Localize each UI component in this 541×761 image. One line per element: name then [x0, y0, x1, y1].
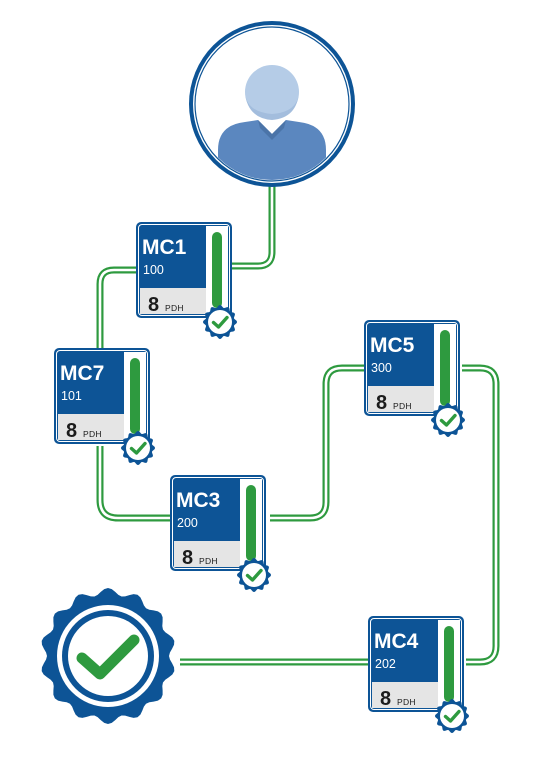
course-code: MC7	[60, 362, 104, 385]
path-track	[96, 266, 136, 350]
course-number: 101	[61, 389, 82, 403]
course-hours: 8	[66, 420, 77, 442]
course-code: MC1	[142, 236, 187, 259]
check-badge-icon	[237, 558, 271, 592]
course-card-mc1[interactable]: MC1 100 8 PDH	[136, 222, 232, 318]
course-hours-unit: PDH	[199, 556, 218, 566]
course-number: 200	[177, 516, 198, 530]
path-track-center	[462, 366, 498, 664]
course-hours: 8	[148, 294, 159, 316]
check-badge-icon	[121, 431, 155, 465]
check-badge-icon	[431, 403, 465, 437]
course-number: 202	[375, 657, 396, 671]
course-hours: 8	[182, 547, 193, 569]
path-connectors	[96, 172, 500, 666]
path-track	[270, 364, 366, 522]
check-badge-icon	[435, 699, 469, 733]
path-track-center	[232, 176, 274, 268]
course-number: 300	[371, 361, 392, 375]
course-code: MC4	[374, 630, 419, 653]
course-code: MC3	[176, 489, 220, 512]
course-hours-unit: PDH	[397, 697, 416, 707]
check-badge-icon	[203, 305, 237, 339]
course-number: 100	[143, 263, 164, 277]
path-track	[462, 364, 500, 666]
course-code: MC5	[370, 334, 415, 357]
course-card-mc3[interactable]: MC3 200 8 PDH	[170, 475, 266, 571]
path-track	[228, 172, 276, 270]
path-track-center	[98, 268, 136, 350]
user-avatar-icon	[189, 21, 355, 187]
course-hours-unit: PDH	[393, 401, 412, 411]
course-card-mc4[interactable]: MC4 202 8 PDH	[368, 616, 464, 712]
course-card-mc7[interactable]: MC7 101 8 PDH	[54, 348, 150, 444]
completion-seal-check-icon	[41, 588, 175, 724]
course-hours: 8	[380, 688, 391, 710]
course-hours-unit: PDH	[165, 303, 184, 313]
card-badges	[121, 305, 469, 733]
course-hours-unit: PDH	[83, 429, 102, 439]
path-track-center	[98, 446, 170, 520]
path-track-center	[270, 366, 366, 520]
course-hours: 8	[376, 392, 387, 414]
course-card-mc5[interactable]: MC5 300 8 PDH	[364, 320, 460, 416]
